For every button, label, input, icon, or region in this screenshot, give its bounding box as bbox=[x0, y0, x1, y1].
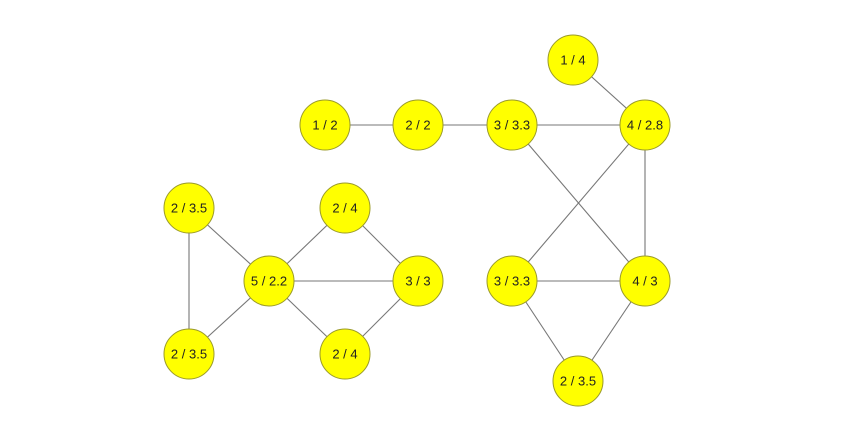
graph-node-a7: 4 / 3 bbox=[619, 255, 671, 307]
node-label: 1 / 2 bbox=[312, 118, 337, 133]
node-circle bbox=[619, 99, 671, 151]
edge-a5-a6 bbox=[511, 124, 646, 282]
node-circle bbox=[547, 34, 599, 86]
node-circle bbox=[163, 182, 215, 234]
node-label: 3 / 3.3 bbox=[494, 118, 530, 133]
node-circle bbox=[486, 99, 538, 151]
node-layer: 1 / 4 1 / 2 2 / 2 3 / 3.3 4 / 2.8 3 / 3.3 4 / … bbox=[163, 34, 671, 407]
node-circle bbox=[243, 255, 295, 307]
node-label: 2 / 3.5 bbox=[171, 347, 207, 362]
node-label: 2 / 3.5 bbox=[560, 374, 596, 389]
graph-node-b6: 2 / 4 bbox=[319, 328, 371, 380]
graph-node-b2: 2 / 4 bbox=[319, 182, 371, 234]
graph-node-b4: 3 / 3 bbox=[392, 255, 444, 307]
node-label: 4 / 2.8 bbox=[627, 118, 663, 133]
node-label: 2 / 4 bbox=[332, 347, 357, 362]
node-circle bbox=[486, 255, 538, 307]
graph-node-b3: 5 / 2.2 bbox=[243, 255, 295, 307]
node-label: 3 / 3 bbox=[405, 274, 430, 289]
graph-node-b1: 2 / 3.5 bbox=[163, 182, 215, 234]
graph-node-a5: 4 / 2.8 bbox=[619, 99, 671, 151]
graph-node-b5: 2 / 3.5 bbox=[163, 328, 215, 380]
graph-node-a2: 1 / 2 bbox=[299, 99, 351, 151]
node-circle bbox=[319, 328, 371, 380]
graph-node-a8: 2 / 3.5 bbox=[552, 355, 604, 407]
node-label: 2 / 4 bbox=[332, 201, 357, 216]
node-circle bbox=[163, 328, 215, 380]
node-circle bbox=[552, 355, 604, 407]
node-circle bbox=[299, 99, 351, 151]
node-circle bbox=[319, 182, 371, 234]
node-circle bbox=[392, 255, 444, 307]
node-label: 2 / 2 bbox=[405, 118, 430, 133]
node-label: 1 / 4 bbox=[560, 53, 585, 68]
graph-node-a6: 3 / 3.3 bbox=[486, 255, 538, 307]
graph-node-a4: 3 / 3.3 bbox=[486, 99, 538, 151]
graph-node-a3: 2 / 2 bbox=[392, 99, 444, 151]
node-label: 3 / 3.3 bbox=[494, 274, 530, 289]
graph-node-a1: 1 / 4 bbox=[547, 34, 599, 86]
node-label: 2 / 3.5 bbox=[171, 201, 207, 216]
node-label: 5 / 2.2 bbox=[251, 274, 287, 289]
node-label: 4 / 3 bbox=[632, 274, 657, 289]
node-circle bbox=[619, 255, 671, 307]
node-circle bbox=[392, 99, 444, 151]
